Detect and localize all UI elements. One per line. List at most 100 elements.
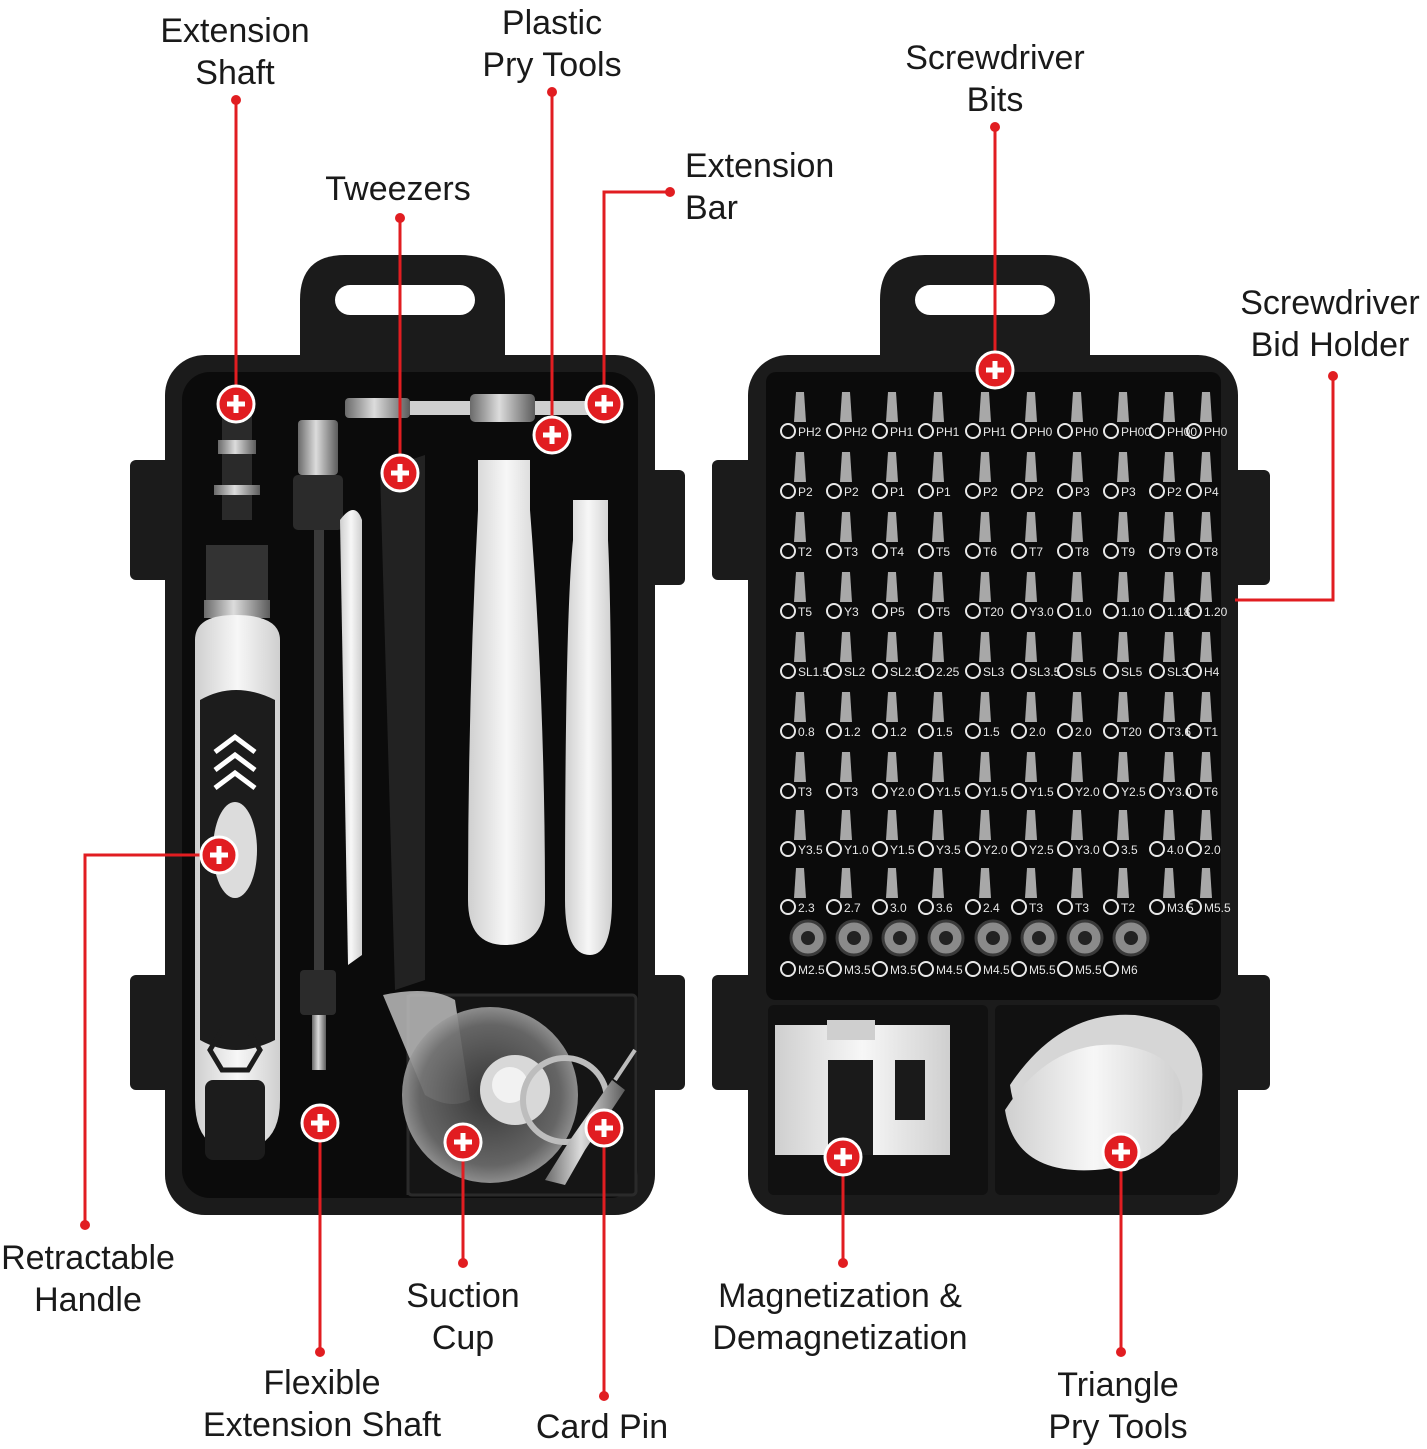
bit-label: M2.5 xyxy=(798,963,825,977)
bit-type-icon xyxy=(872,899,888,915)
bit-label: PH1 xyxy=(936,425,960,439)
bit xyxy=(1117,452,1129,482)
bit-type-icon xyxy=(965,841,981,857)
bit xyxy=(979,752,991,782)
bit xyxy=(1200,512,1212,542)
bit xyxy=(932,572,944,602)
bit-label: SL3.5 xyxy=(1029,665,1061,679)
bit-type-icon xyxy=(1149,663,1165,679)
label-extension-shaft: Extension Shaft xyxy=(160,12,310,92)
bit-type-icon xyxy=(1103,899,1119,915)
bit xyxy=(979,632,991,662)
bit xyxy=(1025,632,1037,662)
bit xyxy=(1163,452,1175,482)
bit-type-icon xyxy=(918,423,934,439)
bit-slot: M6 xyxy=(1103,919,1150,977)
bit-label: T20 xyxy=(983,605,1004,619)
bit-slot: 1.20 xyxy=(1186,572,1228,619)
bit-slot: T3 xyxy=(1011,868,1043,915)
bit-label: Y2.0 xyxy=(983,843,1008,857)
card-pin xyxy=(520,1048,637,1185)
bit-label: 1.0 xyxy=(1075,605,1092,619)
bit xyxy=(886,868,898,898)
bit-label: Y2.0 xyxy=(1075,785,1100,799)
bit xyxy=(1071,692,1083,722)
bit-slot: Y3.5 xyxy=(780,810,823,857)
nut-driver-socket xyxy=(939,931,953,945)
bit-slot: T9 xyxy=(1149,512,1181,559)
bit xyxy=(1200,572,1212,602)
triangle-pry-tools xyxy=(1005,1014,1203,1171)
bit-slot: 4.0 xyxy=(1149,810,1184,857)
bit-slot: P3 xyxy=(1103,452,1136,499)
bit-label: T5 xyxy=(798,605,812,619)
bit-slot: T6 xyxy=(1186,752,1218,799)
bit-label: T2 xyxy=(1121,901,1135,915)
bit-type-icon xyxy=(826,961,842,977)
bit-slot: T7 xyxy=(1011,512,1043,559)
plus-circle-icon xyxy=(532,415,572,455)
bit xyxy=(1200,392,1212,422)
bit xyxy=(1025,572,1037,602)
bit-type-icon xyxy=(918,603,934,619)
bit-slot: P1 xyxy=(918,452,951,499)
bit-type-icon xyxy=(872,423,888,439)
bit xyxy=(1025,810,1037,840)
bit-slot: Y3.0 xyxy=(1011,572,1054,619)
bit-type-icon xyxy=(1011,603,1027,619)
bit-slot: H4 xyxy=(1186,632,1220,679)
bit xyxy=(1117,572,1129,602)
bit-type-icon xyxy=(1057,841,1073,857)
bit xyxy=(1071,392,1083,422)
bit xyxy=(979,512,991,542)
bit xyxy=(886,512,898,542)
bit-slot: SL5 xyxy=(1103,632,1143,679)
bit-label: T20 xyxy=(1121,725,1142,739)
bit-type-icon xyxy=(1149,423,1165,439)
bit-label: 1.10 xyxy=(1121,605,1145,619)
bit-type-icon xyxy=(918,899,934,915)
bit xyxy=(840,392,852,422)
bit-slot: SL2.5 xyxy=(872,632,922,679)
bit-type-icon xyxy=(918,961,934,977)
bit-label: T8 xyxy=(1204,545,1218,559)
bit-slot: M5.5 xyxy=(1186,868,1231,915)
bit-label: 1.2 xyxy=(890,725,907,739)
bit-slot: 2.4 xyxy=(965,868,1000,915)
nut-driver-socket xyxy=(986,931,1000,945)
bit-label: M6 xyxy=(1121,963,1138,977)
bit xyxy=(979,868,991,898)
label-flexible-extension-shaft: Flexible Extension Shaft xyxy=(202,1364,442,1444)
bit-label: T6 xyxy=(1204,785,1218,799)
bit-slot: M4.5 xyxy=(965,919,1012,977)
bit-slot: P2 xyxy=(1011,452,1044,499)
bit-label: T4 xyxy=(890,545,904,559)
bit xyxy=(932,512,944,542)
bit xyxy=(1200,810,1212,840)
bit-type-icon xyxy=(965,899,981,915)
bit xyxy=(979,452,991,482)
bit-slot: T20 xyxy=(965,572,1004,619)
bit-slot: T3 xyxy=(780,752,812,799)
bit-slot: PH0 xyxy=(1186,392,1228,439)
bit-label: Y2.5 xyxy=(1029,843,1054,857)
bit-label: 2.3 xyxy=(798,901,815,915)
bit-slot: Y2.0 xyxy=(1057,752,1100,799)
bit-label: Y2.5 xyxy=(1121,785,1146,799)
bit-slot: Y3.0 xyxy=(1057,810,1100,857)
bit xyxy=(1117,752,1129,782)
nut-driver-socket xyxy=(847,931,861,945)
plus-circle-icon xyxy=(216,384,256,424)
bit-label: P3 xyxy=(1075,485,1090,499)
bit xyxy=(1117,512,1129,542)
bit-label: T7 xyxy=(1029,545,1043,559)
leader-dot xyxy=(1328,371,1338,381)
bit-slot: 1.5 xyxy=(965,692,1000,739)
bit-slot: 3.6 xyxy=(918,868,953,915)
nut-driver-socket xyxy=(1124,931,1138,945)
bit-slot: 2.3 xyxy=(780,868,815,915)
bit-type-icon xyxy=(1186,483,1202,499)
bit-slot: 3.0 xyxy=(872,868,907,915)
bit-label: 1.5 xyxy=(983,725,1000,739)
bit-slot: 2.0 xyxy=(1011,692,1046,739)
